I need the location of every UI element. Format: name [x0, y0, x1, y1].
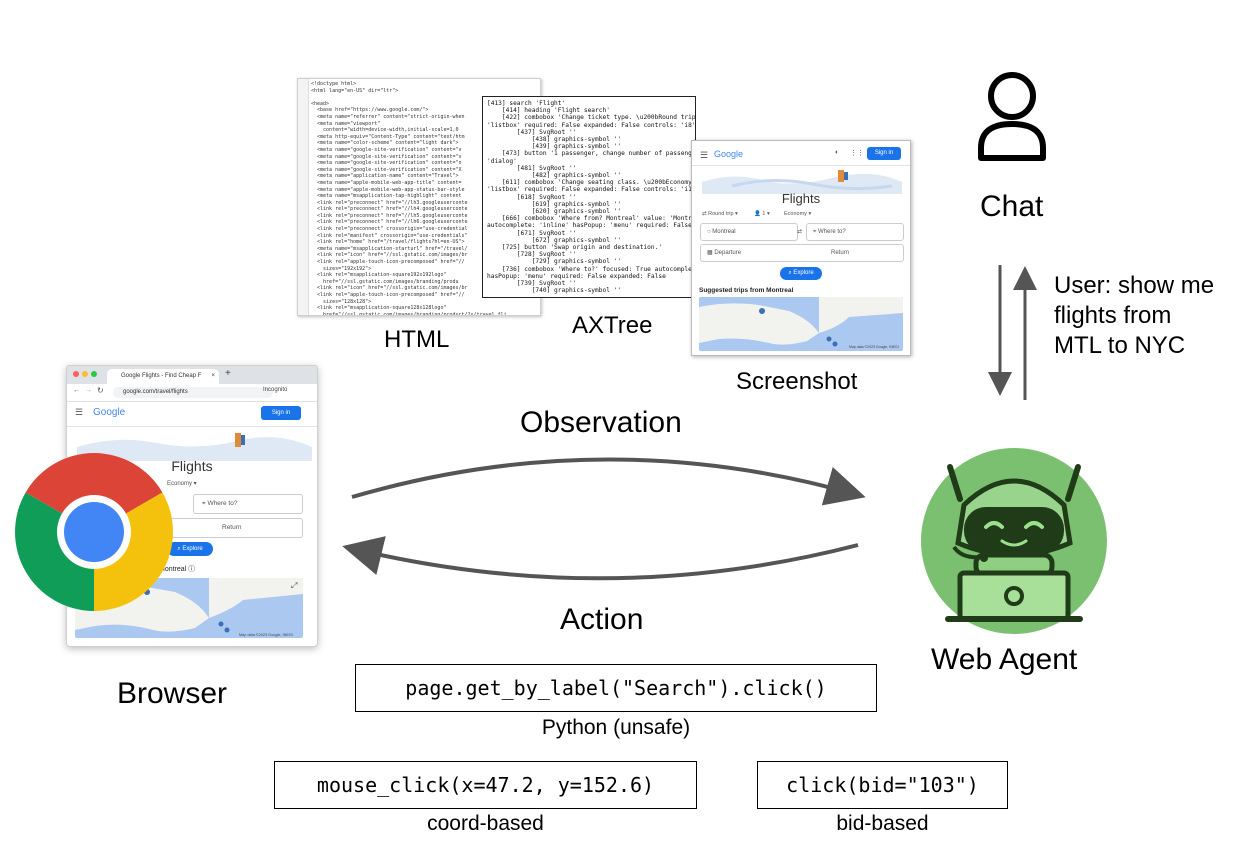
observation-label: Observation — [520, 406, 682, 439]
close-dot-icon[interactable] — [73, 371, 79, 377]
destination-field[interactable]: ⌖ Where to? — [193, 494, 303, 514]
chrome-logo — [15, 453, 173, 611]
new-tab-icon[interactable]: + — [225, 368, 231, 379]
swap-icon[interactable]: ⇄ — [797, 229, 803, 235]
screenshot-observation-thumbnail: ☰ Google ◐ ⋮⋮ Sign in Flights ⇄ Round tr… — [691, 140, 911, 356]
sign-in-button[interactable]: Sign in — [867, 147, 901, 160]
coord-action-box: mouse_click(x=47.2, y=152.6) — [274, 761, 697, 809]
return-field[interactable]: Return — [157, 518, 303, 538]
observation-arrow — [351, 457, 866, 506]
browser-toolbar: ← → ↻ google.com/travel/flights Incognit… — [67, 384, 317, 402]
bid-caption: bid-based — [836, 812, 929, 835]
hero-illustration — [702, 170, 902, 194]
cabin-select[interactable]: Economy ▾ — [784, 211, 812, 217]
flights-title: Flights — [171, 458, 213, 474]
html-source-code: <!doctype html> <html lang="en-US" dir="… — [311, 81, 507, 316]
trip-type-select[interactable]: ⇄ Round trip ▾ — [702, 211, 738, 217]
menu-icon: ☰ — [700, 150, 709, 160]
user-icon — [978, 72, 1046, 161]
hero-illustration — [77, 433, 312, 461]
explore-button[interactable]: ⌕ Explore — [780, 267, 822, 280]
coord-caption: coord-based — [427, 812, 544, 835]
flights-title: Flights — [781, 191, 821, 206]
menu-icon[interactable]: ☰ — [75, 407, 84, 417]
axtree-label: AXTree — [572, 312, 653, 339]
svg-text:Map data ©2023 Google, INEGI: Map data ©2023 Google, INEGI — [849, 345, 899, 349]
address-bar[interactable]: google.com/travel/flights — [113, 387, 273, 398]
user-message: User: show me flights from MTL to NYC — [1054, 272, 1215, 359]
line-number-gutter — [298, 79, 309, 315]
cabin-select[interactable]: Economy ▾ — [167, 481, 197, 487]
browser-label: Browser — [117, 677, 228, 710]
maximize-dot-icon[interactable] — [91, 371, 97, 377]
action-arrow — [342, 536, 859, 581]
sign-in-button[interactable]: Sign in — [261, 406, 301, 420]
chat-label: Chat — [980, 190, 1044, 223]
destination-field[interactable]: ⌖ Where to? — [806, 223, 904, 241]
suggested-trips-heading: Suggested trips from Montreal — [699, 287, 794, 294]
screenshot-label: Screenshot — [736, 368, 858, 395]
forward-icon[interactable]: → — [85, 387, 92, 394]
explore-button[interactable]: ⌕ Explore — [167, 542, 213, 556]
incognito-badge: Incognito — [263, 387, 288, 393]
minimize-dot-icon[interactable] — [82, 371, 88, 377]
apps-icon: ⋮⋮ — [850, 150, 864, 157]
dark-mode-icon: ◐ — [835, 149, 840, 156]
suggested-trips-map[interactable]: Map data ©2023 Google, INEGI — [699, 297, 903, 351]
python-caption: Python (unsafe) — [541, 716, 691, 739]
suggested-trips-heading: Montreal ⓘ — [159, 566, 196, 573]
web-agent-label: Web Agent — [931, 643, 1078, 676]
svg-text:Map data ©2023 Google, INEGI: Map data ©2023 Google, INEGI — [239, 633, 293, 637]
passenger-select[interactable]: 👤 1 ▾ — [754, 211, 770, 217]
reload-icon[interactable]: ↻ — [97, 386, 104, 395]
browser-titlebar: Google Flights - Find Cheap F× + — [67, 366, 317, 384]
bid-action-box: click(bid="103") — [757, 761, 1008, 809]
google-wordmark: Google — [714, 149, 744, 159]
python-action-box: page.get_by_label("Search").click() — [355, 664, 877, 712]
action-label: Action — [560, 603, 644, 636]
axtree-text: [413] search 'Flight' [414] heading 'Fli… — [487, 100, 696, 295]
html-label: HTML — [384, 326, 450, 353]
browser-tab[interactable]: Google Flights - Find Cheap F× — [107, 369, 219, 384]
axtree-observation-thumbnail: [413] search 'Flight' [414] heading 'Fli… — [482, 96, 696, 298]
origin-field[interactable]: ○ Montreal — [700, 223, 798, 241]
svg-text:⤢: ⤢ — [290, 581, 297, 590]
back-icon[interactable]: ← — [73, 387, 80, 394]
google-wordmark: Google — [93, 407, 126, 418]
robot-icon — [921, 448, 1107, 634]
